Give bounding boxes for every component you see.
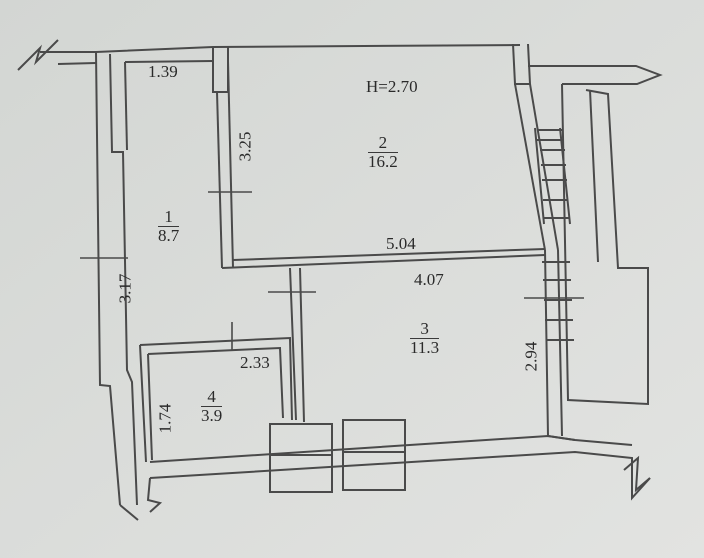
balcony-outline [561,83,649,406]
ceiling-height-label: H=2.70 [366,77,418,96]
top-wall-inner-left [57,62,97,65]
room-area: 3.9 [201,405,223,425]
left-wall-inner [109,53,138,506]
dim-room2-bottom-width: 5.04 [386,234,416,253]
room2-right-wall [514,83,546,251]
room-label-4: 4 3.9 [201,388,223,425]
partition-r1-r2-left [227,60,234,269]
wall-r2-r3-lower [232,248,546,261]
dim-room4-left-height: 1.74 [155,403,175,434]
room4-left-wall [139,344,153,463]
break-line-bottom-right [623,455,651,493]
bottom-wall-inner [149,434,633,463]
dim-room3-top-width: 4.07 [414,270,444,289]
dim-room3-right-height: 2.94 [521,341,541,372]
room4-top-wall-inner [147,346,284,419]
bottom-wall-outer [149,450,651,501]
window-bottom-left [269,423,333,493]
room-area: 8.7 [158,225,180,245]
break-line-bottom-left [146,477,163,513]
partition-r1-r2-right [216,91,223,269]
dim-room4-top-width: 2.33 [240,353,270,372]
room-label-3: 3 11.3 [410,320,440,357]
dim-top-left-width: 1.39 [148,62,178,81]
top-wall-inner-mid [124,60,214,63]
left-wall-outer [95,51,121,506]
dim-room2-left-height: 3.25 [235,131,255,162]
column-top-right [512,43,532,85]
bottom-windows [269,419,406,493]
wall-r2-r3-upper [221,254,546,269]
room4-top-wall [139,336,293,421]
tick-marks [80,191,584,350]
partition-r3-left [289,267,305,423]
balcony-top-wall [528,65,663,85]
room-number: 1 [158,208,180,227]
balcony-inner-line [589,89,599,263]
window-bottom-right [342,419,406,491]
room-number: 2 [368,134,398,153]
left-wall-inner-upper [124,61,128,151]
walls [17,39,663,521]
room-label-1: 1 8.7 [158,208,180,245]
window-room3 [542,261,574,341]
room-area: 16.2 [368,151,398,171]
top-wall-outer [40,44,521,53]
window-room2 [537,129,569,219]
window-room2-frame [534,127,571,225]
room-label-2: 2 16.2 [368,134,398,171]
room-number: 3 [410,320,440,339]
room2-right-wall-outer [529,83,559,251]
dim-room1-left-height: 3.17 [115,273,135,304]
break-line-bottom-left-b [119,504,139,521]
room-number: 4 [201,388,223,407]
room-area: 11.3 [410,337,440,357]
